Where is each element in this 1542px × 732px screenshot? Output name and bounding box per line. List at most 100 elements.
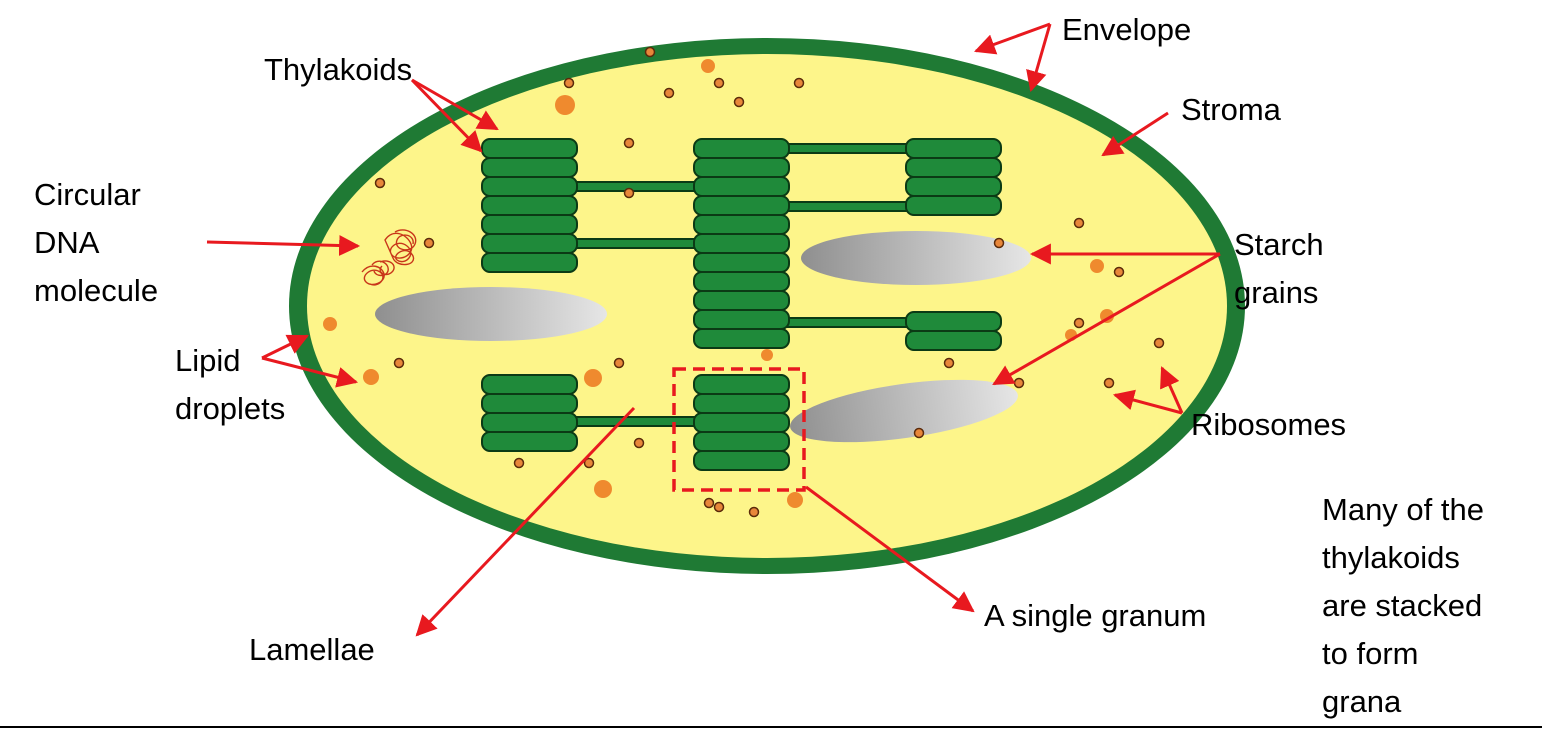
ribosome: [663, 87, 675, 99]
label-envelope: Envelope: [1062, 12, 1192, 47]
ribosome: [393, 357, 405, 369]
ribosome: [623, 187, 635, 199]
thylakoid-disc: [693, 176, 790, 197]
label-stroma: Stroma: [1181, 92, 1281, 127]
lamella: [785, 201, 911, 212]
thylakoid-disc: [693, 309, 790, 330]
ribosome: [713, 501, 725, 513]
ribosome: [513, 457, 525, 469]
ribosome: [1153, 337, 1165, 349]
arrow-envelope: [974, 22, 1051, 55]
thylakoid-disc: [693, 374, 790, 395]
thylakoid-disc: [905, 138, 1002, 159]
thylakoid-disc: [693, 195, 790, 216]
label-lipid-droplets: Lipid droplets: [175, 337, 285, 433]
ribosome: [644, 46, 656, 58]
note-grana: Many of the thylakoids are stacked to fo…: [1322, 486, 1484, 726]
thylakoid-disc: [481, 431, 578, 452]
label-starch-grains-line: grains: [1234, 275, 1319, 310]
granum: [693, 374, 790, 471]
ribosome: [703, 497, 715, 509]
thylakoid-disc: [905, 330, 1002, 351]
lipid-droplet: [701, 59, 715, 73]
label-thylakoids: Thylakoids: [264, 52, 413, 87]
label-circular-dna-line: Circular: [34, 177, 141, 212]
label-starch-grains: Starch grains: [1234, 221, 1324, 317]
arrow-ribosomes: [1112, 389, 1183, 415]
lipid-droplet: [584, 369, 602, 387]
starch-grain: [375, 287, 607, 341]
arrow-lipid: [261, 334, 309, 360]
thylakoid-disc: [481, 233, 578, 254]
circular-dna-molecule: [361, 229, 417, 286]
lamella: [785, 317, 911, 328]
ribosome: [1073, 217, 1085, 229]
thylakoid-disc: [481, 393, 578, 414]
thylakoid-disc: [693, 450, 790, 471]
arrow-ribosomes: [1160, 366, 1184, 414]
lipid-droplet: [594, 480, 612, 498]
granum: [693, 138, 790, 349]
thylakoid-disc: [693, 271, 790, 292]
arrow-lamellae: [415, 406, 636, 637]
ribosome: [583, 457, 595, 469]
thylakoid-disc: [481, 138, 578, 159]
thylakoid-disc: [481, 176, 578, 197]
label-lipid-droplets-line: Lipid: [175, 343, 241, 378]
ribosome: [793, 77, 805, 89]
lipid-droplet: [1090, 259, 1104, 273]
thylakoid-disc: [905, 195, 1002, 216]
ribosome: [1113, 266, 1125, 278]
label-starch-grains-line: Starch: [1234, 227, 1324, 262]
starch-grain: [801, 231, 1031, 285]
label-circular-dna: Circular DNA molecule: [34, 171, 158, 315]
arrow-thylakoids: [410, 78, 483, 153]
thylakoid-disc: [693, 431, 790, 452]
lamella: [573, 416, 699, 427]
ribosome: [1073, 317, 1085, 329]
granum-highlight-box: [672, 367, 806, 492]
arrow-starch: [992, 252, 1221, 386]
thylakoid-disc: [693, 214, 790, 235]
label-ribosomes: Ribosomes: [1191, 407, 1347, 442]
thylakoid-disc: [481, 157, 578, 178]
arrow-envelope: [1026, 23, 1052, 93]
ribosome: [713, 77, 725, 89]
ribosome: [733, 96, 745, 108]
thylakoid-disc: [905, 176, 1002, 197]
ribosome: [1103, 377, 1115, 389]
thylakoid-disc: [481, 252, 578, 273]
thylakoid-disc: [905, 311, 1002, 332]
arrow-granum: [805, 485, 975, 613]
ribosome: [943, 357, 955, 369]
lamella: [573, 238, 699, 249]
lipid-droplet: [787, 492, 803, 508]
lipid-droplet: [555, 95, 575, 115]
ribosome: [913, 427, 925, 439]
thylakoid-disc: [481, 214, 578, 235]
thylakoid-disc: [693, 252, 790, 273]
label-circular-dna-line: molecule: [34, 273, 159, 308]
lipid-droplet: [761, 349, 773, 361]
bottom-rule: [0, 726, 1542, 728]
ribosome: [563, 77, 575, 89]
stroma-particles: [323, 46, 1165, 518]
note-line: thylakoids: [1322, 540, 1460, 575]
granum: [905, 311, 1002, 351]
ribosome: [423, 237, 435, 249]
label-circular-dna-line: DNA: [34, 225, 100, 260]
ribosome: [993, 237, 1005, 249]
note-line: to form: [1322, 636, 1419, 671]
thylakoid-disc: [693, 233, 790, 254]
lipid-droplet: [363, 369, 379, 385]
starch-grain: [790, 379, 1018, 443]
arrow-circular-dna: [206, 235, 361, 256]
label-lamellae: Lamellae: [249, 632, 375, 667]
note-line: are stacked: [1322, 588, 1483, 623]
granum: [481, 374, 578, 452]
ribosome: [613, 357, 625, 369]
lipid-droplet: [323, 317, 337, 331]
thylakoid-disc: [693, 138, 790, 159]
thylakoid-disc: [693, 328, 790, 349]
